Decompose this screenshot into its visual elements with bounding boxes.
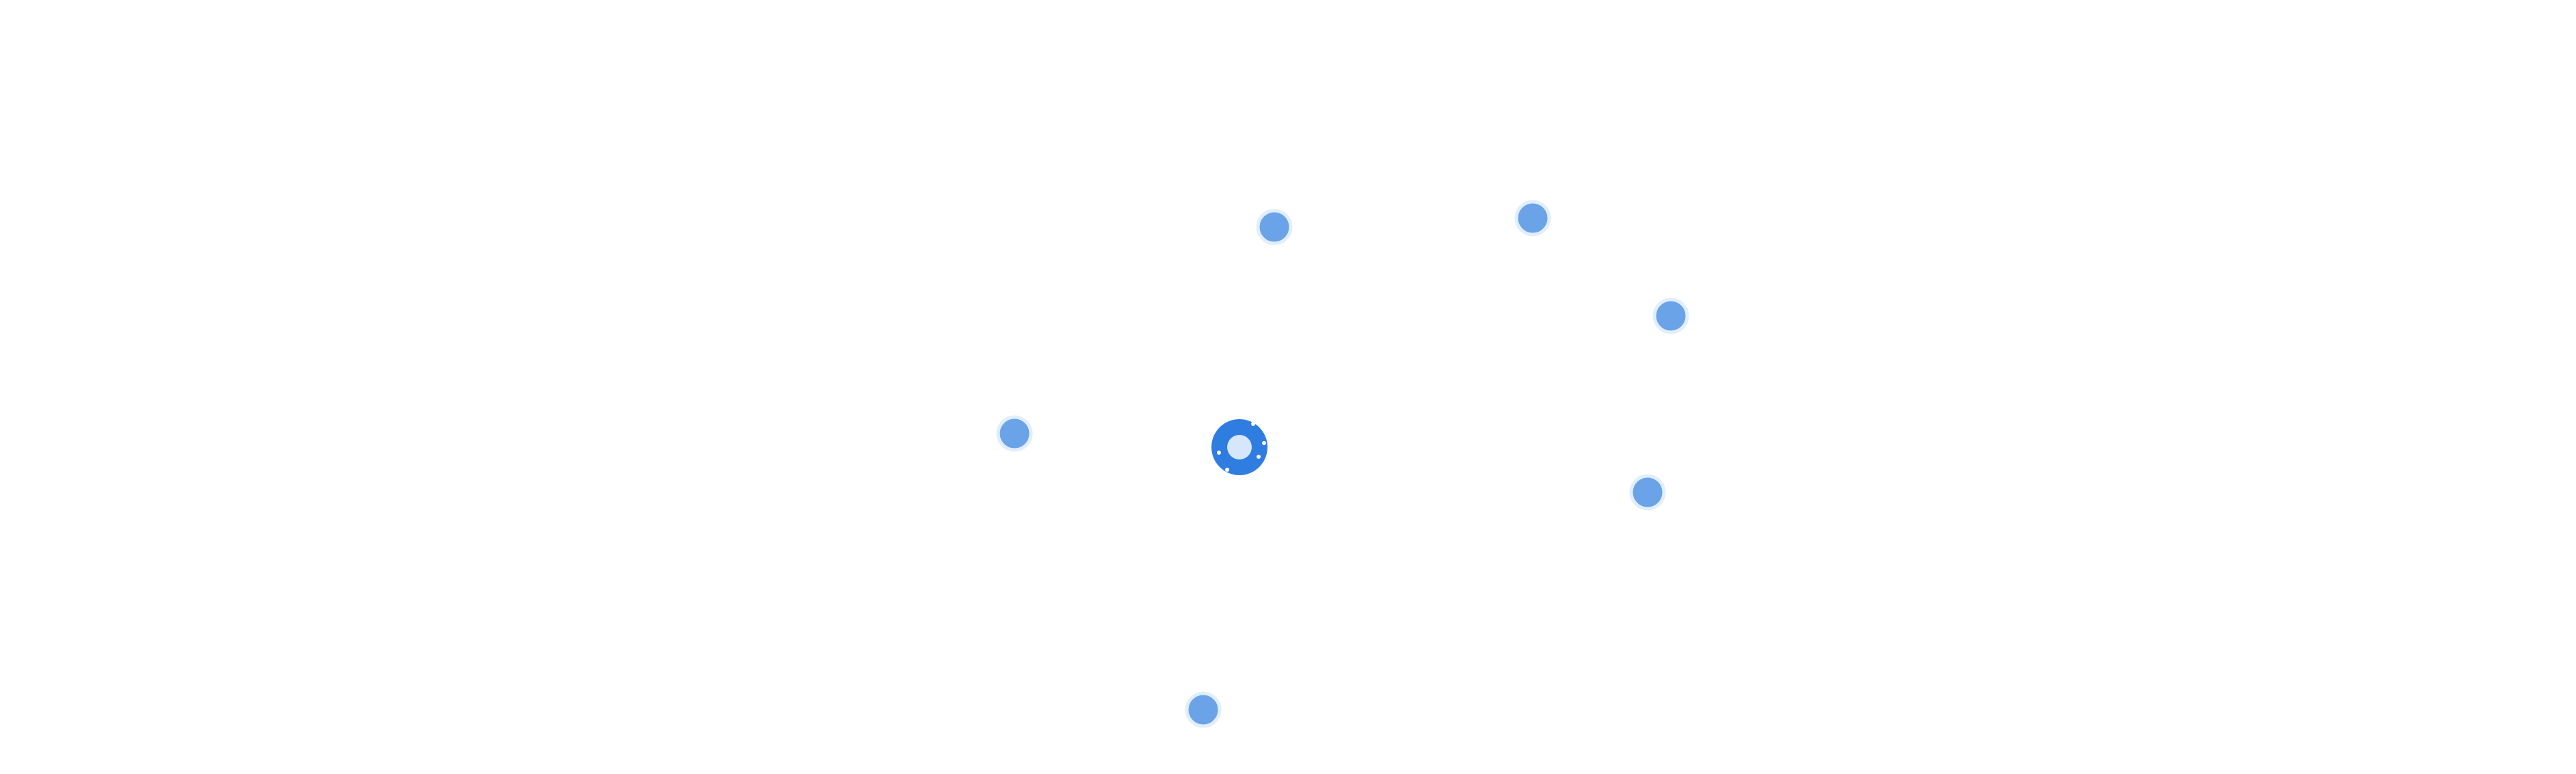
location-marker-selected-icon[interactable] xyxy=(1211,419,1267,475)
location-marker-icon[interactable] xyxy=(1629,474,1666,511)
selected-marker-notch xyxy=(1251,422,1255,426)
location-marker-icon[interactable] xyxy=(1652,297,1689,334)
location-marker-icon[interactable] xyxy=(1185,691,1222,728)
selected-marker-notch xyxy=(1217,451,1221,455)
selected-marker-notch xyxy=(1262,441,1266,445)
selected-marker-notch xyxy=(1257,455,1261,459)
marker-layer xyxy=(996,200,1689,728)
selected-marker-notch xyxy=(1225,468,1229,472)
location-marker-icon[interactable] xyxy=(1256,209,1293,245)
selected-marker-center xyxy=(1227,435,1252,459)
location-marker-icon[interactable] xyxy=(1514,200,1551,237)
location-marker-icon[interactable] xyxy=(996,415,1033,452)
